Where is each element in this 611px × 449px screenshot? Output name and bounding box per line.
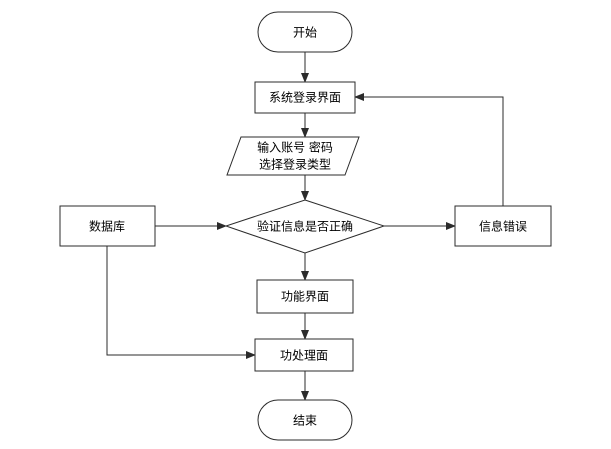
login-process-shape (254, 81, 356, 114)
function-ui-process-shape (256, 279, 354, 314)
edge-database-to-processing-ui (106, 246, 256, 359)
start-terminator-shape (257, 11, 353, 53)
end-terminator-shape (257, 399, 353, 441)
node-error: 信息错误 (454, 205, 552, 247)
processing-ui-label: 功处理面 (280, 349, 328, 363)
verify-label: 验证信息是否正确 (257, 219, 353, 234)
node-start: 开始 (257, 11, 353, 53)
error-label: 信息错误 (479, 219, 527, 234)
node-end: 结束 (257, 399, 353, 441)
error-process-shape (454, 205, 552, 247)
node-verify: 验证信息是否正确 (224, 199, 386, 254)
node-function-ui: 功能界面 (256, 279, 354, 314)
start-label: 开始 (293, 26, 317, 40)
login-label: 系统登录界面 (269, 90, 341, 105)
input-label-line-2: 选择登录类型 (259, 157, 331, 172)
node-input: 输入账号 密码 选择登录类型 (226, 136, 360, 176)
input-label-line-1: 输入账号 密码 (257, 140, 333, 155)
verify-decision-shape (224, 199, 386, 254)
node-login: 系统登录界面 (254, 81, 356, 114)
node-processing-ui: 功处理面 (254, 338, 354, 372)
input-data-shape (226, 136, 360, 176)
end-label: 结束 (293, 414, 317, 428)
database-label: 数据库 (89, 219, 125, 234)
edges (106, 52, 504, 401)
function-ui-label: 功能界面 (281, 290, 329, 304)
database-process-shape (59, 205, 156, 247)
node-database: 数据库 (59, 205, 156, 247)
processing-ui-process-shape (254, 338, 354, 372)
edge-error-to-login (354, 93, 504, 206)
